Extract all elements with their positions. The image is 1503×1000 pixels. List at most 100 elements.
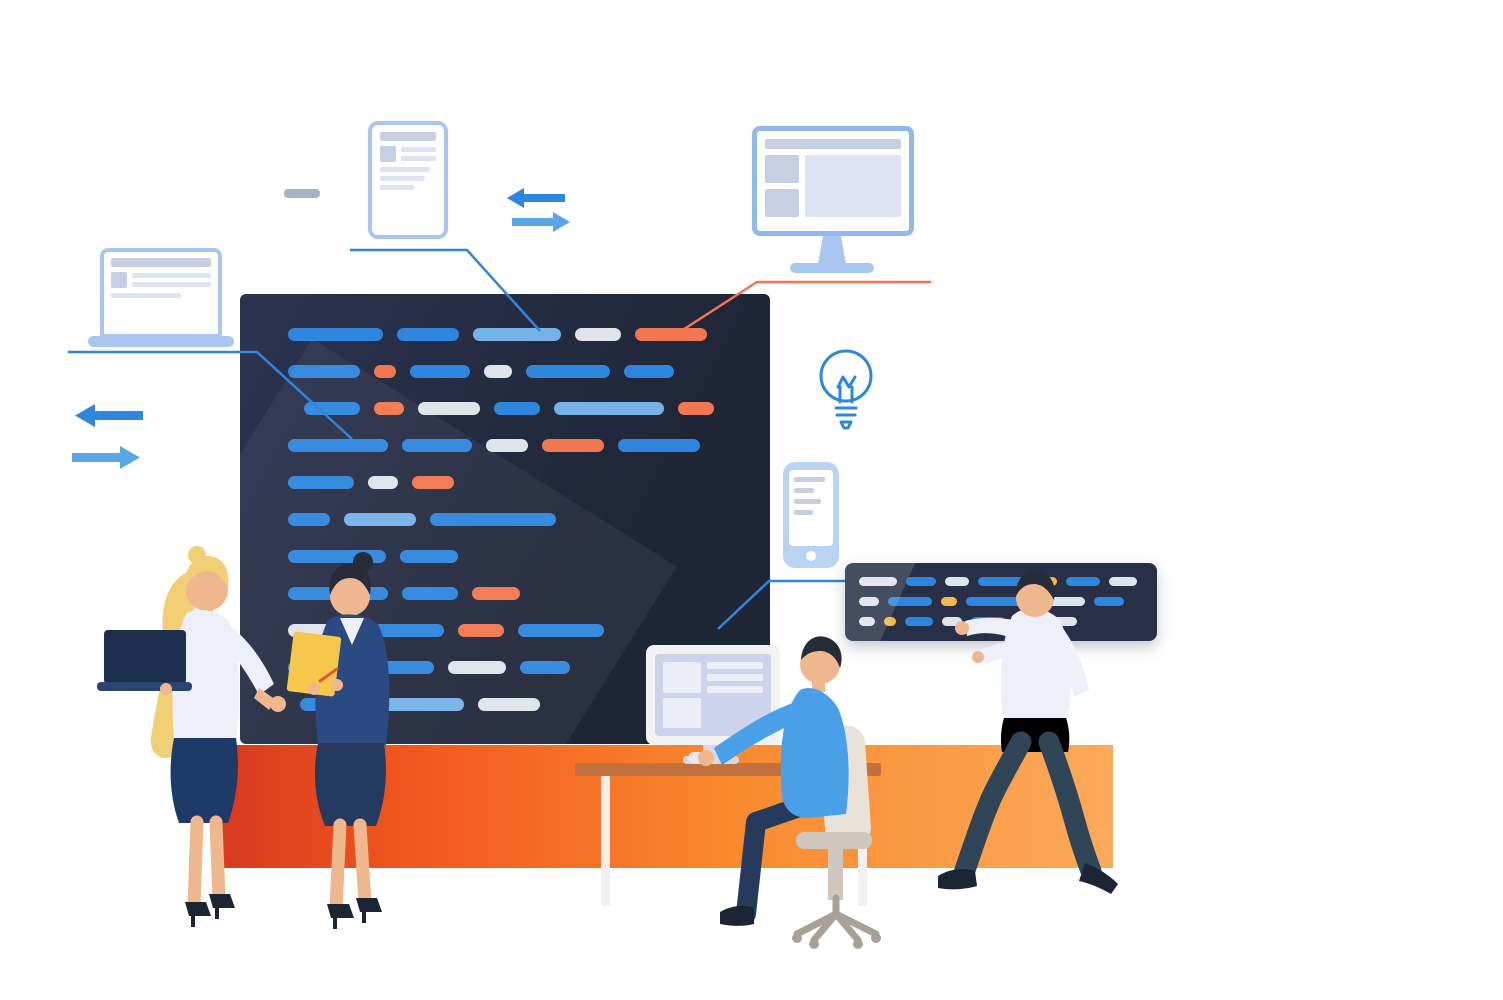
yellow-folder bbox=[286, 631, 342, 697]
code-token-blue_light bbox=[344, 513, 416, 526]
shoe bbox=[720, 905, 754, 926]
heel-spike-front bbox=[333, 918, 337, 929]
arrow-left-icon bbox=[75, 404, 143, 427]
figure-woman-with-folder bbox=[286, 552, 390, 929]
laptop-text-line bbox=[111, 293, 181, 298]
code-token-blue bbox=[288, 365, 360, 378]
bulb-glass bbox=[819, 349, 873, 403]
code-token-orange bbox=[542, 439, 604, 452]
code-token-white bbox=[478, 698, 540, 711]
code-token-blue bbox=[906, 577, 936, 586]
monitor-main-block bbox=[805, 155, 901, 217]
heel-spike-back bbox=[362, 912, 366, 923]
arrow-right-icon bbox=[72, 446, 140, 469]
arm-right bbox=[335, 630, 383, 691]
code-token-white bbox=[1045, 597, 1085, 606]
leg-front bbox=[187, 815, 204, 913]
code-token-orange bbox=[374, 365, 396, 378]
code-token-blue bbox=[888, 597, 932, 606]
laptop-text-line bbox=[132, 282, 211, 287]
code-token-blue bbox=[1066, 577, 1100, 586]
hair-top bbox=[185, 556, 229, 588]
phone-text-line bbox=[794, 477, 825, 482]
held-laptop-base bbox=[97, 682, 192, 691]
heel-front bbox=[327, 904, 354, 918]
arm-touching-lower bbox=[979, 642, 1016, 665]
shirt bbox=[340, 618, 364, 645]
code-line bbox=[288, 476, 770, 489]
code-token-blue bbox=[518, 624, 604, 637]
screen-line bbox=[707, 662, 763, 669]
code-token-blue bbox=[520, 661, 570, 674]
tablet-text-line bbox=[380, 167, 431, 172]
code-token-white bbox=[486, 439, 528, 452]
head bbox=[186, 569, 228, 611]
monitor-block bbox=[765, 155, 799, 183]
code-token-blue bbox=[624, 365, 674, 378]
desk-monitor-screen bbox=[655, 654, 771, 736]
heel-spike-front bbox=[191, 916, 195, 927]
hand-upper bbox=[955, 621, 969, 635]
monitor-stand-neck bbox=[818, 236, 846, 264]
code-line bbox=[288, 439, 770, 452]
phone-text-line bbox=[794, 510, 813, 515]
code-token-orange bbox=[412, 476, 454, 489]
leg bbox=[736, 796, 812, 924]
code-line bbox=[288, 402, 770, 415]
arrow-left-icon bbox=[507, 188, 565, 208]
code-token-orange bbox=[678, 402, 714, 415]
head bbox=[800, 644, 840, 684]
code-token-blue bbox=[618, 439, 700, 452]
chair-wheel bbox=[809, 939, 819, 949]
code-token-blue bbox=[526, 365, 610, 378]
torso bbox=[1000, 608, 1071, 724]
code-line bbox=[288, 365, 770, 378]
arm-touching-upper bbox=[965, 617, 1014, 638]
screen-block bbox=[663, 697, 701, 728]
smartphone-icon bbox=[783, 462, 839, 568]
monitor-stand-base bbox=[790, 263, 874, 273]
code-token-yellow bbox=[884, 617, 896, 626]
phone-text-line bbox=[794, 488, 815, 493]
head bbox=[330, 576, 370, 616]
dash-decoration bbox=[284, 189, 320, 198]
screen-block bbox=[663, 662, 701, 693]
tablet-text-line bbox=[401, 156, 436, 161]
code-token-blue bbox=[430, 513, 556, 526]
shoe-back bbox=[1079, 863, 1118, 894]
leg-back bbox=[353, 818, 372, 910]
code-token-blue bbox=[905, 617, 933, 626]
code-token-blue bbox=[288, 513, 330, 526]
phone-text-line bbox=[794, 499, 822, 504]
figure-man-touching-panel bbox=[938, 570, 1118, 894]
chair-wheel bbox=[853, 939, 863, 949]
heel-back bbox=[209, 894, 235, 908]
arrow-left-shape bbox=[75, 404, 143, 427]
laptop-text-line bbox=[132, 273, 211, 278]
figure-man-at-desk bbox=[698, 636, 881, 949]
bulb-base-tip bbox=[839, 420, 853, 430]
bulb-filament-stem bbox=[838, 385, 854, 404]
hand-on-laptop bbox=[160, 683, 172, 695]
code-line bbox=[288, 513, 770, 526]
skirt bbox=[314, 743, 386, 826]
code-token-white bbox=[418, 402, 480, 415]
code-token-orange bbox=[458, 624, 504, 637]
code-token-blue bbox=[966, 597, 1036, 606]
bulb-filament bbox=[836, 375, 857, 389]
heel-back bbox=[356, 898, 382, 912]
code-token-orange bbox=[374, 402, 404, 415]
code-token-blue_light bbox=[473, 328, 561, 341]
code-token-blue bbox=[288, 476, 354, 489]
tablet-text-line bbox=[380, 176, 425, 181]
arrow-left-shape bbox=[507, 188, 565, 208]
desktop-monitor-icon bbox=[752, 126, 914, 236]
hair bbox=[801, 636, 842, 668]
screen-line bbox=[707, 686, 763, 693]
arrow-right-shape bbox=[512, 212, 570, 232]
chair-seat bbox=[796, 832, 872, 849]
chair-star-base bbox=[793, 894, 880, 944]
code-token-yellow bbox=[941, 597, 957, 606]
code-token-blue bbox=[288, 328, 383, 341]
